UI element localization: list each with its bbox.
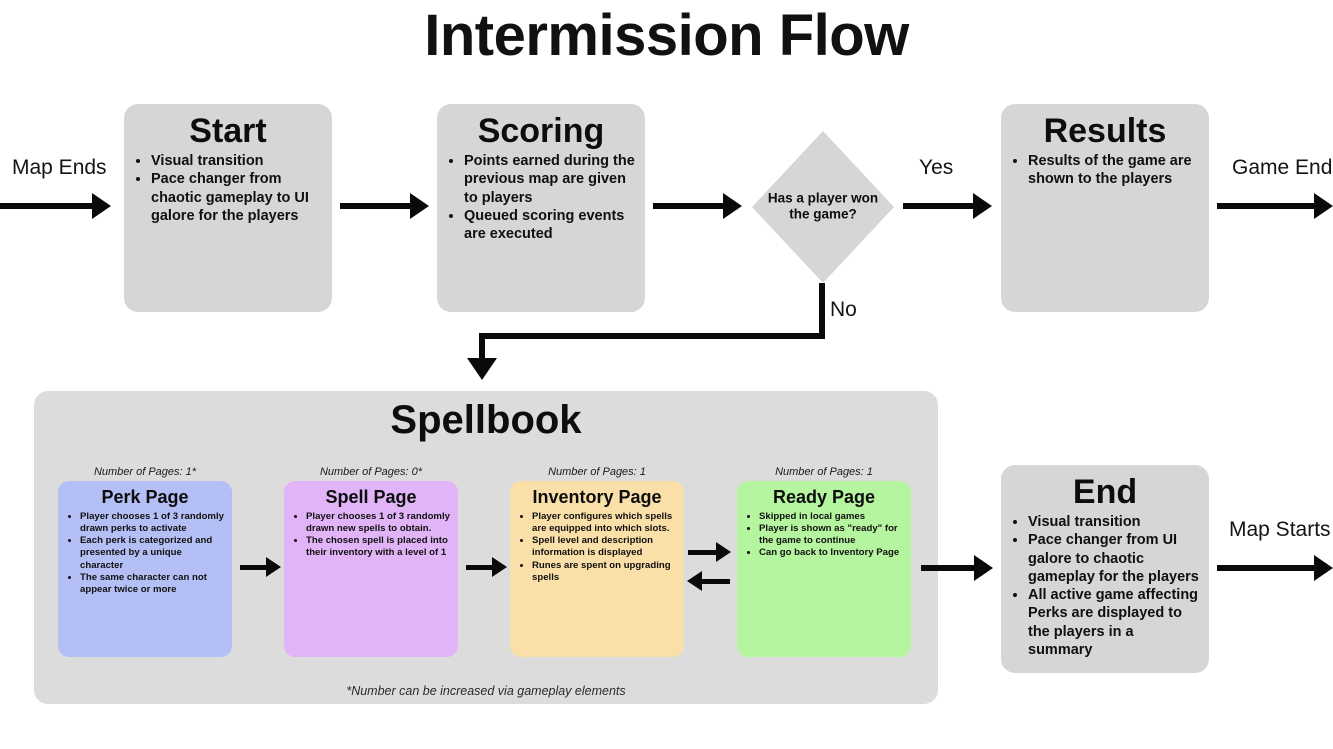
- node-end-title: End: [1072, 473, 1138, 511]
- node-scoring-bullets: Points earned during the previous map ar…: [447, 152, 635, 243]
- edge-label-yes: Yes: [919, 156, 954, 179]
- list-item: Pace changer from chaotic gameplay to UI…: [151, 170, 322, 225]
- node-results-bullets: Results of the game are shown to the pla…: [1011, 152, 1199, 189]
- arrow-scoring-to-decision-shaft: [653, 203, 725, 209]
- edge-label-game-ends: Game Ends: [1232, 156, 1333, 179]
- card-ready-page-title: Ready Page: [772, 487, 876, 507]
- arrow-perk-to-spell-head: [266, 557, 281, 577]
- list-item: Player configures which spells are equip…: [532, 511, 676, 536]
- node-end-bullets: Visual transition Pace changer from UI g…: [1011, 513, 1199, 659]
- arrow-no-vertical-2: [479, 333, 485, 360]
- card-ready-page[interactable]: Ready Page Skipped in local games Player…: [737, 481, 911, 657]
- card-spell-page-title: Spell Page: [325, 487, 417, 507]
- arrow-start-to-scoring-head: [410, 193, 429, 219]
- list-item: Results of the game are shown to the pla…: [1028, 152, 1199, 189]
- node-scoring-title: Scoring: [477, 112, 605, 150]
- list-item: Player chooses 1 of 3 randomly drawn per…: [80, 511, 224, 536]
- arrow-yes-head: [973, 193, 992, 219]
- card-spell-page[interactable]: Spell Page Player chooses 1 of 3 randoml…: [284, 481, 458, 657]
- page-title: Intermission Flow: [424, 3, 909, 68]
- arrow-map-starts-head: [1314, 555, 1333, 581]
- list-item: Skipped in local games: [759, 511, 903, 523]
- arrow-no-vertical-1: [819, 283, 825, 339]
- card-inventory-page-title: Inventory Page: [532, 487, 662, 507]
- arrow-game-ends-shaft: [1217, 203, 1317, 209]
- list-item: Each perk is categorized and presented b…: [80, 535, 224, 572]
- list-item: Can go back to Inventory Page: [759, 547, 903, 559]
- list-item: Spell level and description information …: [532, 535, 676, 560]
- arrow-perk-to-spell-shaft: [240, 565, 271, 570]
- list-item: Player chooses 1 of 3 randomly drawn new…: [306, 511, 450, 536]
- list-item: The same character can not appear twice …: [80, 572, 224, 597]
- arrow-spell-to-inventory-shaft: [466, 565, 497, 570]
- list-item: Player is shown as "ready" for the game …: [759, 523, 903, 548]
- arrow-no-head: [467, 358, 497, 380]
- pages-label-spell: Number of Pages: 0*: [319, 466, 423, 478]
- arrow-yes-shaft: [903, 203, 975, 209]
- node-decision[interactable]: Has a player won the game?: [752, 131, 894, 283]
- list-item: Queued scoring events are executed: [464, 207, 635, 244]
- pages-label-inventory: Number of Pages: 1: [548, 466, 646, 478]
- node-results[interactable]: Results Results of the game are shown to…: [1001, 104, 1209, 312]
- list-item: Visual transition: [1028, 513, 1199, 531]
- card-perk-page-title: Perk Page: [101, 487, 189, 507]
- spellbook-title: Spellbook: [390, 398, 582, 442]
- node-decision-text: Has a player won the game?: [767, 190, 879, 222]
- edge-label-no: No: [830, 298, 857, 321]
- node-end[interactable]: End Visual transition Pace changer from …: [1001, 465, 1209, 673]
- arrow-map-ends-head: [92, 193, 111, 219]
- arrow-start-to-scoring-shaft: [340, 203, 414, 209]
- card-perk-page-bullets: Player chooses 1 of 3 randomly drawn per…: [66, 511, 224, 597]
- arrow-game-ends-head: [1314, 193, 1333, 219]
- node-start-bullets: Visual transition Pace changer from chao…: [134, 152, 322, 225]
- arrow-map-ends-shaft: [0, 203, 94, 209]
- card-ready-page-bullets: Skipped in local games Player is shown a…: [745, 511, 903, 560]
- arrow-spellbook-to-end-head: [974, 555, 993, 581]
- list-item: The chosen spell is placed into their in…: [306, 535, 450, 560]
- card-spell-page-bullets: Player chooses 1 of 3 randomly drawn new…: [292, 511, 450, 560]
- spellbook-footnote: *Number can be increased via gameplay el…: [346, 684, 626, 698]
- card-inventory-page[interactable]: Inventory Page Player configures which s…: [510, 481, 684, 657]
- card-inventory-page-bullets: Player configures which spells are equip…: [518, 511, 676, 585]
- arrow-map-starts-shaft: [1217, 565, 1317, 571]
- arrow-spell-to-inventory-head: [492, 557, 507, 577]
- pages-label-ready: Number of Pages: 1: [775, 466, 873, 478]
- list-item: Pace changer from UI galore to chaotic g…: [1028, 531, 1199, 586]
- arrow-spellbook-to-end-shaft: [921, 565, 977, 571]
- node-results-title: Results: [1043, 112, 1167, 150]
- arrow-ready-to-inventory-head: [687, 571, 702, 591]
- node-scoring[interactable]: Scoring Points earned during the previou…: [437, 104, 645, 312]
- list-item: Visual transition: [151, 152, 322, 170]
- arrow-ready-to-inventory-shaft: [697, 579, 730, 584]
- edge-label-map-ends: Map Ends: [12, 156, 107, 179]
- list-item: Points earned during the previous map ar…: [464, 152, 635, 207]
- edge-label-map-starts: Map Starts: [1229, 518, 1331, 541]
- arrow-inventory-to-ready-head: [716, 542, 731, 562]
- arrow-scoring-to-decision-head: [723, 193, 742, 219]
- arrow-no-horizontal: [479, 333, 825, 339]
- pages-label-perk: Number of Pages: 1*: [93, 466, 197, 478]
- list-item: Runes are spent on upgrading spells: [532, 560, 676, 585]
- card-perk-page[interactable]: Perk Page Player chooses 1 of 3 randomly…: [58, 481, 232, 657]
- list-item: All active game affecting Perks are disp…: [1028, 586, 1199, 659]
- node-start[interactable]: Start Visual transition Pace changer fro…: [124, 104, 332, 312]
- node-start-title: Start: [189, 112, 267, 150]
- arrow-inventory-to-ready-shaft: [688, 550, 721, 555]
